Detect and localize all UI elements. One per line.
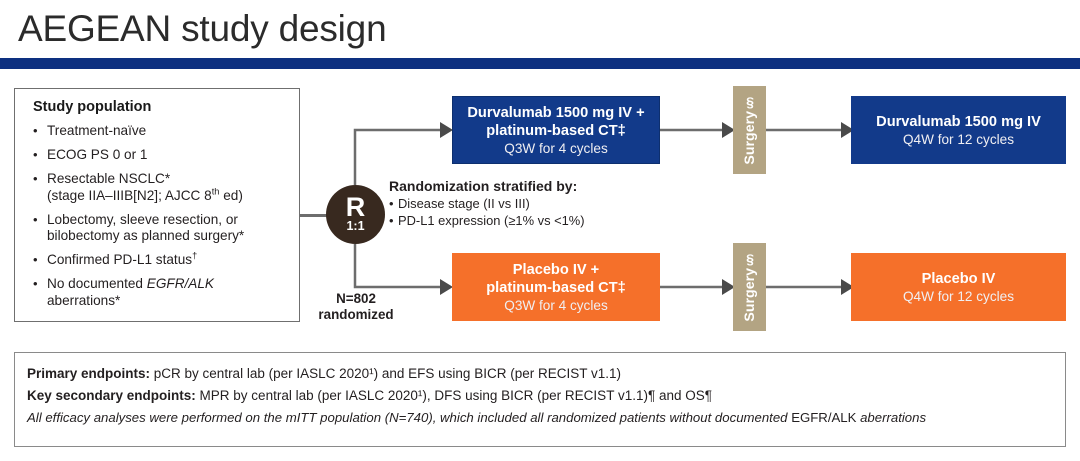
list-item-label-line2: (stage IIA–IIIB[N2]; AJCC 8 — [47, 187, 212, 203]
surgery-box-lower: Surgery§ — [733, 243, 766, 331]
list-item: • ECOG PS 0 or 1 — [29, 147, 293, 164]
stratification-item-label: Disease stage (II vs III) — [398, 196, 530, 211]
mitt-note-post: aberrations — [856, 410, 927, 425]
endpoints-box: Primary endpoints: pCR by central lab (p… — [14, 352, 1066, 447]
study-population-heading: Study population — [33, 99, 152, 115]
stratification-item: • Disease stage (II vs III) — [389, 195, 689, 212]
mitt-note-pre: All efficacy analyses were performed on … — [27, 410, 792, 425]
list-item: • Resectable NSCLC* (stage IIA–IIIB[N2];… — [29, 171, 293, 204]
bullet-icon: • — [33, 252, 38, 267]
surgery-label: Surgery§ — [741, 95, 758, 165]
surgery-box-upper: Surgery§ — [733, 86, 766, 174]
list-item-label: Lobectomy, sleeve resection, or — [47, 211, 238, 227]
stratification-heading: Randomization stratified by: — [389, 178, 578, 194]
population-to-randomization-connector — [300, 214, 336, 217]
arm-line-1: Durvalumab 1500 mg IV — [876, 113, 1041, 130]
bullet-icon: • — [389, 196, 394, 211]
primary-endpoints-line: Primary endpoints: pCR by central lab (p… — [27, 363, 1053, 385]
list-item: • Lobectomy, sleeve resection, or bilobe… — [29, 212, 293, 245]
gene-name-italic: EGFR/ALK — [146, 276, 214, 291]
n-randomized-count: N=802 — [336, 291, 376, 306]
stratification-item: • PD-L1 expression (≥1% vs <1%) — [389, 212, 689, 229]
footnote-dagger: † — [192, 250, 198, 261]
primary-endpoints-label: Primary endpoints: — [27, 366, 151, 381]
list-item: • Confirmed PD-L1 status† — [29, 250, 293, 269]
bullet-icon: • — [33, 123, 38, 138]
bullet-icon: • — [33, 276, 38, 291]
mitt-note-gene: EGFR/ALK — [791, 410, 857, 425]
list-item-label: Confirmed PD-L1 status — [47, 252, 193, 267]
list-item-label: Treatment-naïve — [47, 123, 147, 138]
arm-line-1: Durvalumab 1500 mg IV + — [467, 104, 645, 121]
randomization-ratio: 1:1 — [346, 218, 365, 233]
study-population-list: • Treatment-naïve • ECOG PS 0 or 1 • Res… — [29, 123, 293, 317]
list-item-label-line2-tail: ed) — [219, 187, 243, 203]
primary-endpoints-text: pCR by central lab (per IASLC 2020¹) and… — [150, 366, 621, 381]
arm-box-durvalumab-adjuvant: Durvalumab 1500 mg IV Q4W for 12 cycles — [851, 96, 1066, 164]
page-title: AEGEAN study design — [18, 8, 387, 49]
arm-box-placebo-adjuvant: Placebo IV Q4W for 12 cycles — [851, 253, 1066, 321]
surgery-label: Surgery§ — [741, 252, 758, 322]
bullet-icon: • — [33, 171, 38, 186]
list-item-label: Resectable NSCLC* — [47, 171, 171, 186]
randomization-letter: R — [345, 191, 366, 222]
n-randomized-label: N=802 randomized — [304, 291, 408, 323]
bullet-icon: • — [33, 147, 38, 162]
arm-box-placebo-induction: Placebo IV + platinum-based CT‡ Q3W for … — [452, 253, 660, 321]
list-item-label: No documented — [47, 276, 147, 291]
list-item-label-line2: bilobectomy as planned surgery* — [47, 228, 245, 243]
superscript-ordinal: th — [211, 185, 220, 196]
arm-line-2: platinum-based CT‡ — [486, 279, 626, 296]
randomization-node: R 1:1 — [326, 185, 385, 244]
mitt-population-note: All efficacy analyses were performed on … — [27, 407, 1053, 429]
study-population-box: Study population • Treatment-naïve • ECO… — [14, 88, 300, 322]
stratification-item-label: PD-L1 expression (≥1% vs <1%) — [398, 213, 585, 228]
arm-line-1: Placebo IV — [921, 270, 996, 287]
n-randomized-word: randomized — [318, 307, 394, 322]
secondary-endpoints-label: Key secondary endpoints: — [27, 388, 196, 403]
title-underline-rule — [0, 58, 1080, 69]
secondary-endpoints-text: MPR by central lab (per IASLC 2020¹), DF… — [195, 388, 712, 403]
arm-box-durvalumab-induction: Durvalumab 1500 mg IV + platinum-based C… — [452, 96, 660, 164]
secondary-endpoints-line: Key secondary endpoints: MPR by central … — [27, 385, 1053, 407]
bullet-icon: • — [389, 213, 394, 228]
arm-line-2: platinum-based CT‡ — [486, 122, 626, 139]
arm-schedule: Q4W for 12 cycles — [902, 288, 1015, 304]
arm-schedule: Q4W for 12 cycles — [902, 131, 1015, 147]
arm-line-1: Placebo IV + — [512, 261, 600, 278]
list-item: • No documented EGFR/ALK aberrations* — [29, 276, 293, 309]
arm-schedule: Q3W for 4 cycles — [504, 297, 608, 313]
list-item-label-line2: aberrations* — [47, 292, 121, 308]
stratification-block: Randomization stratified by: • Disease s… — [389, 177, 689, 229]
list-item-label: ECOG PS 0 or 1 — [47, 147, 148, 162]
bullet-icon: • — [33, 211, 38, 227]
list-item: • Treatment-naïve — [29, 123, 293, 140]
arm-schedule: Q3W for 4 cycles — [504, 140, 608, 156]
